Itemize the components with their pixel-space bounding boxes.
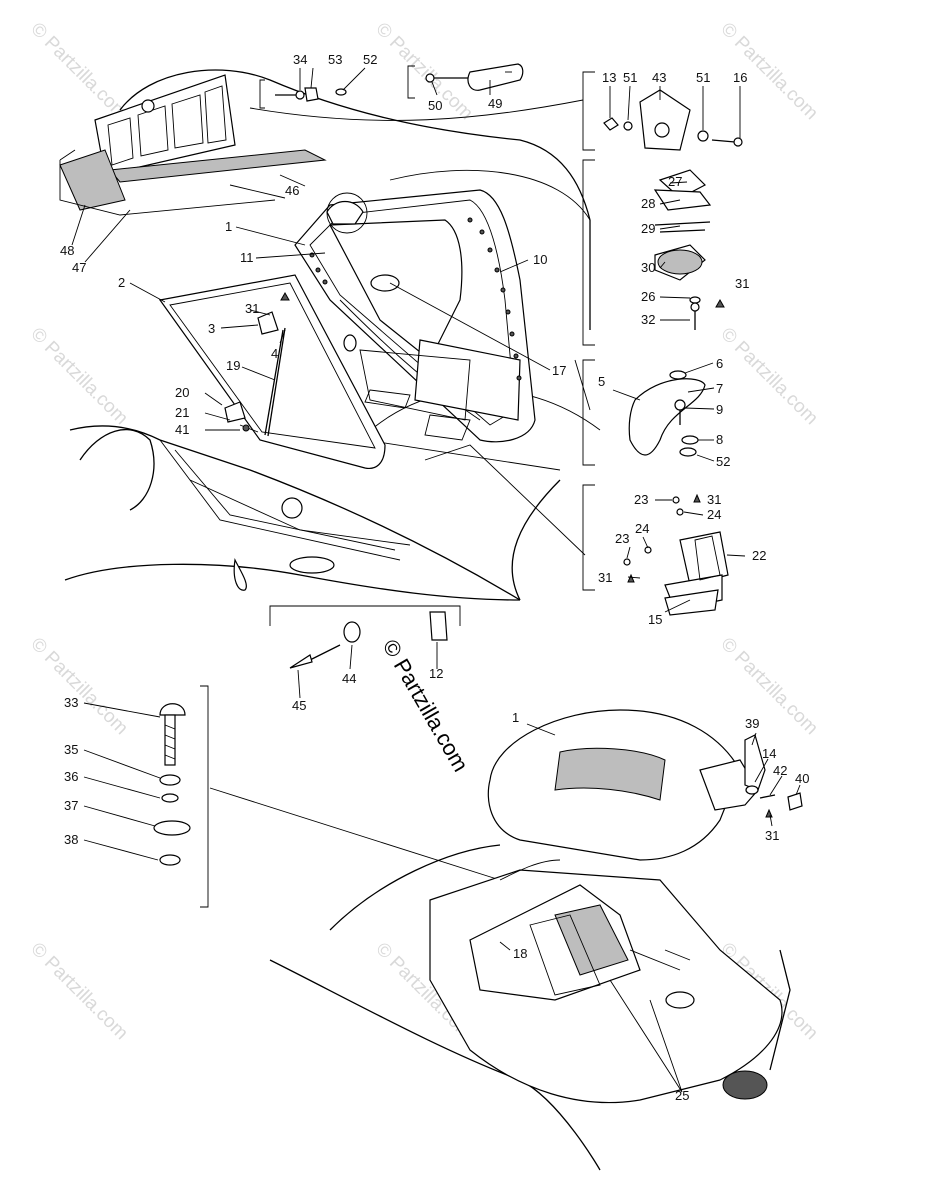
callout-38: 38 bbox=[64, 832, 78, 847]
callout-1: 1 bbox=[225, 219, 232, 234]
callout-9: 9 bbox=[716, 402, 723, 417]
callout-37: 37 bbox=[64, 798, 78, 813]
callout-36: 36 bbox=[64, 769, 78, 784]
callout-47: 47 bbox=[72, 260, 86, 275]
watermark-text: © Partzilla.com bbox=[371, 19, 476, 124]
bumper-stack bbox=[153, 703, 501, 881]
upper-hull bbox=[64, 69, 601, 601]
callout-labels: 34 53 52 50 49 13 51 43 51 16 46 48 47 2… bbox=[60, 52, 809, 1103]
callout-52: 52 bbox=[363, 52, 377, 67]
callout-4: 4 bbox=[271, 346, 278, 361]
callout-24: 24 bbox=[707, 507, 721, 522]
callout-11: 11 bbox=[240, 250, 254, 265]
callout-17: 17 bbox=[552, 363, 566, 378]
watermark-text: © Partzilla.com bbox=[716, 634, 821, 739]
callout-31: 31 bbox=[707, 492, 721, 507]
callout-46: 46 bbox=[285, 183, 299, 198]
callout-51: 51 bbox=[623, 70, 637, 85]
callout-18: 18 bbox=[513, 946, 527, 961]
callout-13: 13 bbox=[602, 70, 616, 85]
top-row-fasteners bbox=[275, 63, 743, 151]
callout-20: 20 bbox=[175, 385, 189, 400]
rivet-bumper-clip bbox=[289, 611, 448, 669]
callout-8: 8 bbox=[716, 432, 723, 447]
center-watermark-text: © Partzilla.com bbox=[378, 635, 474, 776]
leader-lines bbox=[71, 67, 801, 1093]
callout-22: 22 bbox=[752, 548, 766, 563]
handle-assembly bbox=[628, 370, 706, 457]
callout-44: 44 bbox=[342, 671, 356, 686]
callout-49: 49 bbox=[488, 96, 502, 111]
callout-35: 35 bbox=[64, 742, 78, 757]
watermark-text: © Partzilla.com bbox=[26, 634, 131, 739]
callout-2: 2 bbox=[118, 275, 125, 290]
callout-16: 16 bbox=[733, 70, 747, 85]
callout-1: 1 bbox=[512, 710, 519, 725]
callout-29: 29 bbox=[641, 221, 655, 236]
callout-40: 40 bbox=[795, 771, 809, 786]
watermark-text: © Partzilla.com bbox=[26, 324, 131, 429]
callout-31: 31 bbox=[598, 570, 612, 585]
callout-7: 7 bbox=[716, 381, 723, 396]
callout-31: 31 bbox=[245, 301, 259, 316]
callout-33: 33 bbox=[64, 695, 78, 710]
lid-gasket-and-strut bbox=[158, 274, 386, 470]
callout-48: 48 bbox=[60, 243, 74, 258]
callout-31: 31 bbox=[735, 276, 749, 291]
callout-15: 15 bbox=[648, 612, 662, 627]
hinge-assembly bbox=[623, 493, 729, 616]
storage-lid bbox=[294, 189, 586, 556]
callout-24: 24 bbox=[635, 521, 649, 536]
callout-43: 43 bbox=[652, 70, 666, 85]
callout-31: 31 bbox=[765, 828, 779, 843]
callout-52: 52 bbox=[716, 454, 730, 469]
callout-34: 34 bbox=[293, 52, 307, 67]
hardware-brackets bbox=[200, 65, 595, 908]
callout-19: 19 bbox=[226, 358, 240, 373]
callout-50: 50 bbox=[428, 98, 442, 113]
callout-3: 3 bbox=[208, 321, 215, 336]
callout-39: 39 bbox=[745, 716, 759, 731]
watermark-text: © Partzilla.com bbox=[26, 939, 131, 1044]
callout-28: 28 bbox=[641, 196, 655, 211]
callout-30: 30 bbox=[641, 260, 655, 275]
callout-23: 23 bbox=[615, 531, 629, 546]
storage-tray-assembly bbox=[59, 74, 327, 216]
watermark-text: © Partzilla.com bbox=[716, 324, 821, 429]
callout-6: 6 bbox=[716, 356, 723, 371]
callout-25: 25 bbox=[675, 1088, 689, 1103]
callout-41: 41 bbox=[175, 422, 189, 437]
callout-53: 53 bbox=[328, 52, 342, 67]
callout-26: 26 bbox=[641, 289, 655, 304]
callout-32: 32 bbox=[641, 312, 655, 327]
callout-45: 45 bbox=[292, 698, 306, 713]
callout-51: 51 bbox=[696, 70, 710, 85]
lower-hull bbox=[269, 709, 791, 1171]
latch-assembly bbox=[653, 169, 725, 330]
callout-12: 12 bbox=[429, 666, 443, 681]
callout-14: 14 bbox=[762, 746, 776, 761]
watermark-text: © Partzilla.com bbox=[26, 19, 131, 124]
callout-10: 10 bbox=[533, 252, 547, 267]
callout-27: 27 bbox=[668, 174, 682, 189]
callout-5: 5 bbox=[598, 374, 605, 389]
callout-42: 42 bbox=[773, 763, 787, 778]
callout-23: 23 bbox=[634, 492, 648, 507]
callout-21: 21 bbox=[175, 405, 189, 420]
